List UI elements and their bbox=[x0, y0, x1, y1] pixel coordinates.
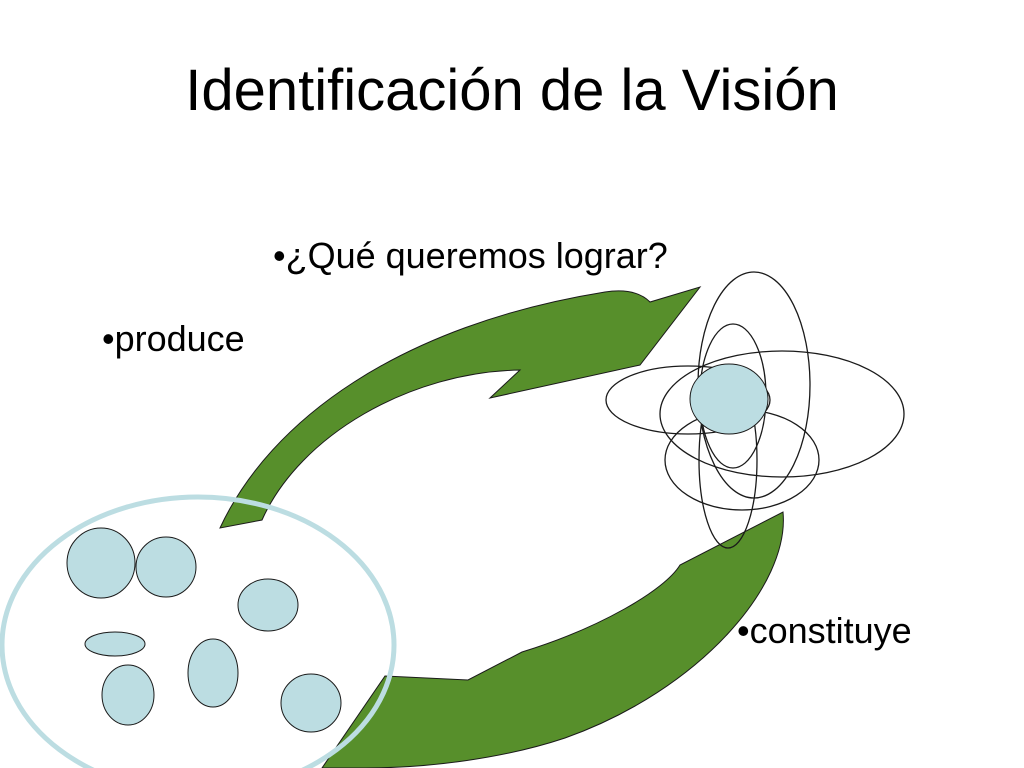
cell-7 bbox=[280, 673, 342, 733]
cell-3 bbox=[237, 578, 299, 632]
cell-1 bbox=[66, 527, 136, 599]
constituye-label: •constituye bbox=[737, 610, 912, 651]
lower-cycle-arrow bbox=[321, 511, 784, 768]
cell-2 bbox=[135, 536, 197, 598]
cell-5 bbox=[187, 638, 239, 708]
cell-group bbox=[66, 527, 342, 733]
group-circle bbox=[0, 494, 397, 768]
cell-4 bbox=[84, 631, 146, 657]
question-label: •¿Qué queremos lograr? bbox=[273, 235, 668, 276]
vision-ellipse-wide-right bbox=[659, 350, 905, 478]
vision-ellipse-wide-left bbox=[605, 365, 771, 435]
cell-6 bbox=[101, 664, 155, 726]
slide-title: Identificación de la Visión bbox=[185, 58, 839, 123]
upper-cycle-arrow bbox=[219, 286, 702, 529]
produce-label: •produce bbox=[102, 318, 245, 359]
vision-center-circle bbox=[689, 363, 769, 435]
